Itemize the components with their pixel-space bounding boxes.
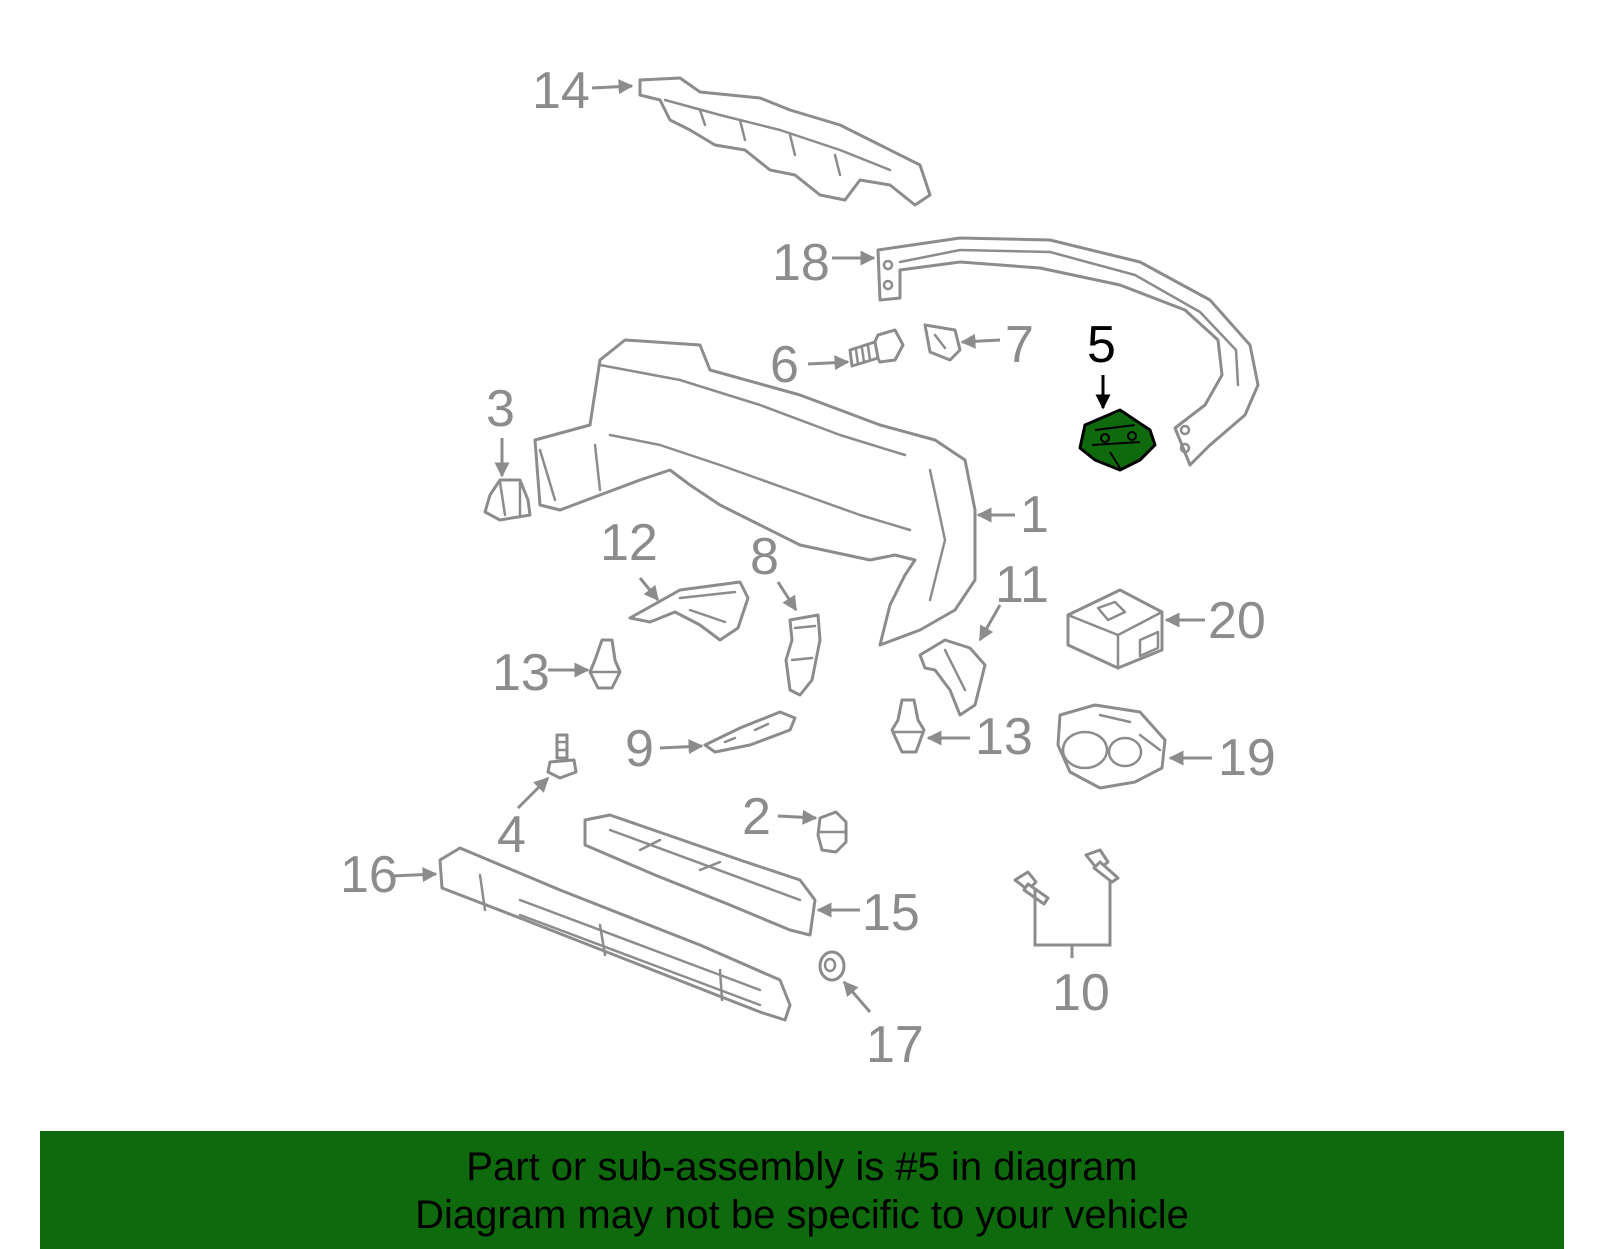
leader-lines xyxy=(391,79,1212,1013)
callout-3: 3 xyxy=(486,380,515,438)
part-17-grommet xyxy=(818,950,846,982)
part-19-sensor-assembly xyxy=(1056,703,1167,790)
callout-6: 6 xyxy=(770,336,799,394)
callout-10: 10 xyxy=(1052,964,1110,1022)
part-15-absorber xyxy=(583,813,817,937)
part-1-bumper-cover xyxy=(533,338,977,647)
callout-9: 9 xyxy=(625,720,654,778)
callout-19: 19 xyxy=(1218,729,1276,787)
footer-banner: Part or sub-assembly is #5 in diagram Di… xyxy=(40,1131,1564,1249)
part-4-bolt xyxy=(546,733,578,780)
callout-14: 14 xyxy=(532,62,590,120)
part-2-clip xyxy=(816,810,848,854)
callout-7: 7 xyxy=(1005,316,1034,374)
callout-16: 16 xyxy=(340,846,398,904)
part-20-module xyxy=(1066,588,1164,670)
callout-11: 11 xyxy=(995,556,1049,614)
part-8-retainer xyxy=(784,613,822,697)
part-7-nut xyxy=(923,323,962,362)
callout-18: 18 xyxy=(772,234,830,292)
callout-13-left: 13 xyxy=(492,644,550,702)
callout-5: 5 xyxy=(1087,316,1116,374)
part-13-clip-right xyxy=(890,698,926,754)
callout-13-right: 13 xyxy=(975,708,1033,766)
callout-20: 20 xyxy=(1208,592,1266,650)
part-14-upper-bracket xyxy=(638,76,932,207)
callout-12: 12 xyxy=(600,514,658,572)
part-16-absorber xyxy=(438,846,792,1022)
callout-15: 15 xyxy=(862,884,920,942)
callout-17: 17 xyxy=(866,1016,924,1074)
part-18-reinforcement-beam xyxy=(876,236,1260,467)
part-13-clip-left xyxy=(588,638,622,690)
part-5-bracket-highlighted xyxy=(1078,408,1157,472)
callout-1: 1 xyxy=(1020,486,1049,544)
callout-8: 8 xyxy=(750,528,779,586)
callout-labels: 14 18 5 6 7 3 1 12 8 11 20 13 13 9 19 4 … xyxy=(340,62,1276,1074)
parts-diagram: 14 18 5 6 7 3 1 12 8 11 20 13 13 9 19 4 … xyxy=(340,62,1276,1074)
part-9-strip xyxy=(703,710,797,754)
callout-4: 4 xyxy=(497,806,526,864)
part-3-clip xyxy=(483,478,532,522)
footer-line-disclaimer: Diagram may not be specific to your vehi… xyxy=(415,1193,1189,1237)
callout-2: 2 xyxy=(742,788,771,846)
footer-line-part-number: Part or sub-assembly is #5 in diagram xyxy=(466,1145,1138,1189)
part-10-screws xyxy=(1013,848,1120,958)
part-12-bracket xyxy=(628,580,750,642)
part-11-bracket xyxy=(918,638,987,717)
part-6-bolt xyxy=(848,328,905,368)
